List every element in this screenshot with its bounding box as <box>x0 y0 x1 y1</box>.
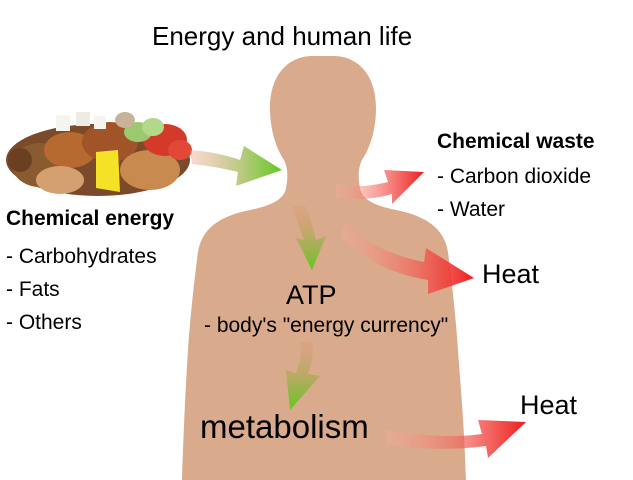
diagram-title: Energy and human life <box>152 21 413 51</box>
list-item: - Fats <box>6 278 60 301</box>
list-item: - Others <box>6 311 82 334</box>
list-item: - Carbohydrates <box>6 245 157 268</box>
metabolism-label: metabolism <box>200 408 369 445</box>
arrow-atp-to-metabolism <box>286 342 320 410</box>
food-plate-icon <box>6 112 192 196</box>
chemical-waste-heading: Chemical waste <box>437 130 595 153</box>
list-item: - Water <box>437 198 506 221</box>
arrow-body-to-waste <box>336 170 424 204</box>
atp-description: - body's "energy currency" <box>204 314 449 337</box>
chemical-energy-heading: Chemical energy <box>6 207 175 230</box>
arrow-food-to-body <box>190 146 282 186</box>
heat-label-bottom: Heat <box>520 390 578 420</box>
heat-label-top: Heat <box>482 259 540 289</box>
list-item: - Carbon dioxide <box>437 165 592 188</box>
atp-label: ATP <box>286 280 337 310</box>
human-silhouette-icon <box>182 56 466 480</box>
arrow-body-to-heat-top <box>340 222 474 294</box>
arrow-body-to-atp <box>292 206 326 270</box>
chemical-waste-list: - Carbon dioxide - Water <box>437 160 591 226</box>
arrow-metabolism-to-heat <box>386 420 526 458</box>
chemical-energy-list: - Carbohydrates - Fats - Others <box>6 240 157 339</box>
